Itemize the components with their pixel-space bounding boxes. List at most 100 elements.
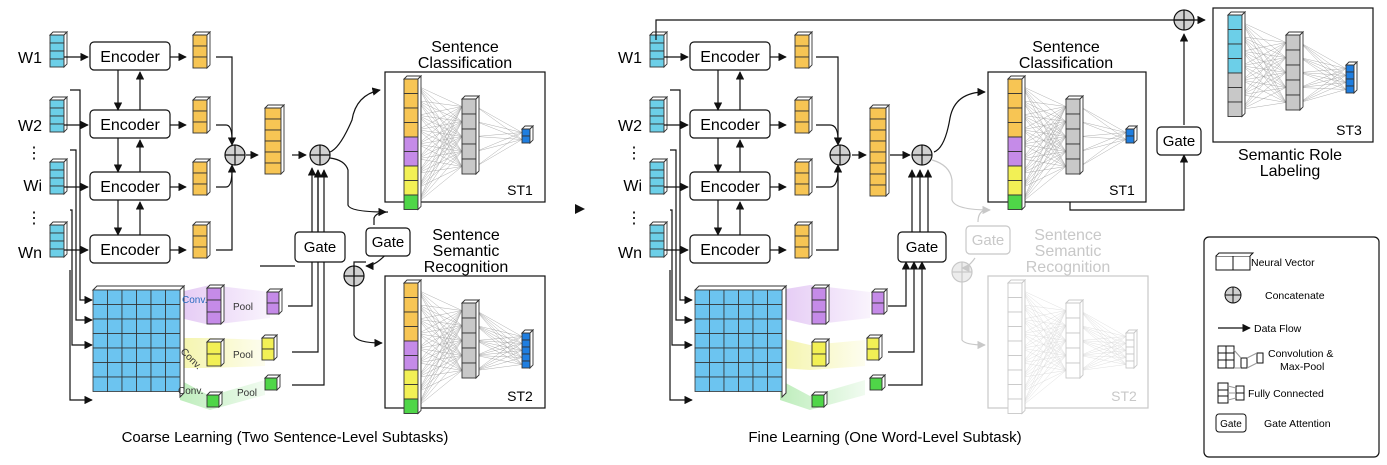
conv-pool-icon bbox=[1217, 345, 1264, 369]
encoder-box bbox=[89, 109, 171, 139]
task-title: Sentence bbox=[431, 39, 499, 56]
word-label: Wi bbox=[23, 178, 42, 195]
encoder-label: Encoder bbox=[700, 49, 760, 66]
legend-label: Data Flow bbox=[1254, 323, 1302, 335]
conv-feature-vector bbox=[205, 283, 226, 326]
concatenate-icon bbox=[1224, 286, 1242, 304]
task-title: Recognition bbox=[424, 259, 509, 276]
hidden-layer-vector bbox=[460, 94, 481, 176]
fully-connected-network bbox=[402, 74, 535, 211]
word-vector bbox=[648, 157, 669, 196]
encoder-box bbox=[689, 234, 771, 264]
neural-vector-icon bbox=[1215, 252, 1255, 271]
fine-data-flow bbox=[655, 15, 1206, 405]
encoder-label: Encoder bbox=[100, 117, 160, 134]
encoder-box bbox=[89, 171, 171, 201]
legend-label: Gate Attention bbox=[1264, 418, 1331, 430]
concatenate-icon bbox=[224, 144, 246, 166]
word-label: ⋮ bbox=[626, 210, 642, 227]
word-label: ⋮ bbox=[626, 145, 642, 162]
concatenate-icon bbox=[829, 144, 851, 166]
encoder-output-vector bbox=[191, 30, 212, 70]
hidden-layer-vector bbox=[1284, 30, 1305, 112]
encoder-output-vector bbox=[191, 95, 212, 135]
encoder-output-vector bbox=[793, 220, 814, 260]
encoder-label: Encoder bbox=[100, 49, 160, 66]
task-title-faded: Semantic bbox=[1035, 243, 1102, 260]
word-label: Wn bbox=[618, 245, 642, 262]
mlp-edges bbox=[417, 86, 523, 203]
conv-label: Conv. bbox=[182, 295, 207, 306]
st2-tag: ST2 bbox=[507, 388, 533, 404]
output-vector bbox=[1344, 60, 1359, 95]
word-vector bbox=[48, 157, 69, 196]
encoder-output-vector bbox=[793, 157, 814, 197]
word-vector bbox=[648, 30, 669, 69]
gate-box bbox=[365, 227, 411, 257]
coarse-caption: Coarse Learning (Two Sentence-Level Subt… bbox=[122, 429, 449, 446]
hidden-layer-vector bbox=[1064, 94, 1085, 176]
pool-feature-vector bbox=[260, 333, 279, 362]
word-label: ⋮ bbox=[26, 210, 42, 227]
encoder-label: Encoder bbox=[700, 117, 760, 134]
legend-label: Max-Pool bbox=[1280, 361, 1324, 373]
word-vector bbox=[48, 220, 69, 259]
word-vector bbox=[648, 220, 669, 259]
conv-feature-vector bbox=[810, 390, 829, 409]
gate-box-faded bbox=[965, 225, 1011, 255]
task-title: Labeling bbox=[1260, 163, 1321, 180]
input-vector bbox=[1226, 10, 1247, 118]
gate-box bbox=[897, 231, 947, 263]
task-title: Sentence bbox=[432, 227, 500, 244]
concatenate-icon bbox=[309, 144, 331, 166]
word-label: W1 bbox=[18, 50, 42, 67]
conv-feature-vector bbox=[205, 390, 224, 409]
pool-feature-vector bbox=[865, 333, 884, 362]
word-label: W1 bbox=[618, 50, 642, 67]
pool-feature-vector bbox=[870, 287, 889, 316]
mlp-edges bbox=[1021, 86, 1127, 203]
conv-feature-vector bbox=[205, 337, 226, 368]
pool-label: Pool bbox=[233, 350, 253, 361]
encoder-box bbox=[689, 109, 771, 139]
encoder-label: Encoder bbox=[700, 242, 760, 259]
word-vector bbox=[48, 30, 69, 69]
conv-feature-vector bbox=[810, 283, 831, 326]
input-vector bbox=[402, 74, 423, 211]
task-title: Classification bbox=[1019, 55, 1113, 72]
legend-box bbox=[1203, 236, 1380, 458]
hidden-layer-vector bbox=[1064, 298, 1085, 380]
transition-arrow-icon bbox=[575, 204, 585, 214]
gate-box bbox=[1156, 126, 1202, 156]
word-label: Wi bbox=[623, 178, 642, 195]
pool-label: Pool bbox=[233, 302, 253, 313]
encoder-box bbox=[89, 41, 171, 71]
word-label: W2 bbox=[618, 118, 642, 135]
fine-faded-flow bbox=[931, 159, 991, 350]
concat-vector bbox=[263, 103, 286, 176]
st3-tag: ST3 bbox=[1336, 122, 1362, 138]
concat-vector bbox=[868, 103, 891, 198]
pool-feature-vector bbox=[265, 287, 284, 316]
output-vector bbox=[520, 328, 535, 370]
gate-legend-icon bbox=[1215, 413, 1247, 433]
legend: Neural Vector Concatenate Data Flow Conv… bbox=[1203, 236, 1380, 458]
legend-label: Gate bbox=[1220, 419, 1242, 430]
word-label: W2 bbox=[18, 118, 42, 135]
pool-feature-vector bbox=[263, 373, 282, 392]
task-title: Semantic Role bbox=[1238, 147, 1342, 164]
legend-label: Neural Vector bbox=[1251, 257, 1315, 269]
fine-caption: Fine Learning (One Word-Level Subtask) bbox=[748, 429, 1021, 446]
task-title-faded: Recognition bbox=[1026, 259, 1111, 276]
pool-label: Pool bbox=[237, 388, 257, 399]
legend-label: Concatenate bbox=[1265, 290, 1325, 302]
fully-connected-network bbox=[1006, 74, 1139, 211]
word-matrix bbox=[91, 284, 186, 399]
conv-feature-vector bbox=[810, 337, 831, 368]
fully-connected-network bbox=[1226, 10, 1359, 118]
output-vector bbox=[1124, 124, 1139, 145]
gate-label: Gate bbox=[1163, 133, 1196, 150]
input-vector bbox=[402, 278, 423, 415]
